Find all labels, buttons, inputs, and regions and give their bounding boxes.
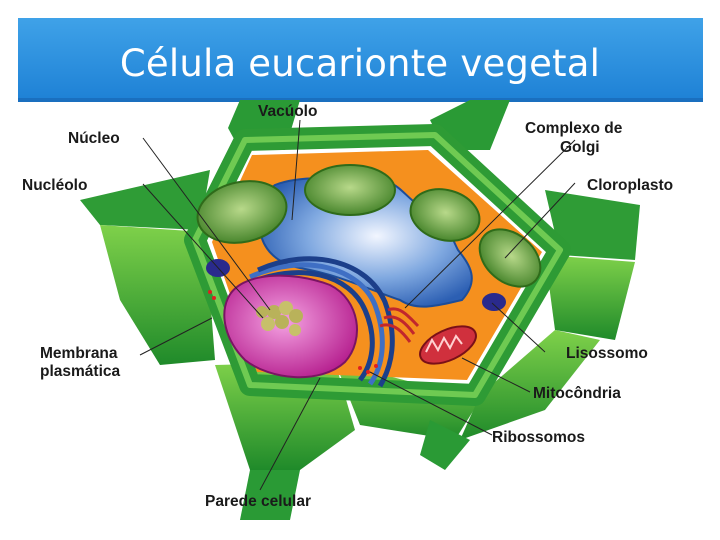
label-cell-wall: Parede celular bbox=[205, 493, 311, 510]
label-golgi-line2: Golgi bbox=[560, 139, 600, 156]
label-leader-lines bbox=[139, 119, 576, 491]
mitochondrion bbox=[419, 325, 477, 365]
label-chloroplast: Cloroplasto bbox=[587, 177, 673, 194]
label-mitochondrion: Mitocôndria bbox=[533, 385, 621, 402]
lysosome bbox=[482, 293, 506, 311]
label-vacuole: Vacúolo bbox=[258, 103, 317, 120]
title-bar-underline bbox=[18, 98, 703, 102]
label-golgi-line1: Complexo de bbox=[525, 120, 623, 137]
nucleolus bbox=[256, 301, 303, 336]
chloroplasts bbox=[196, 164, 542, 288]
label-nucleolus: Nucléolo bbox=[22, 177, 87, 194]
slide-title: Célula eucarionte vegetal bbox=[119, 42, 601, 85]
endoplasmic-reticulum bbox=[243, 256, 395, 388]
label-membrane-line2: plasmática bbox=[40, 363, 121, 380]
golgi-apparatus bbox=[379, 307, 420, 343]
label-ribosomes: Ribossomos bbox=[492, 429, 585, 446]
ribosomes bbox=[208, 290, 378, 374]
label-nucleus: Núcleo bbox=[68, 130, 120, 147]
label-membrane-line1: Membrana bbox=[40, 345, 118, 362]
title-bar bbox=[18, 18, 703, 98]
label-lysosome: Lisossomo bbox=[566, 345, 648, 362]
